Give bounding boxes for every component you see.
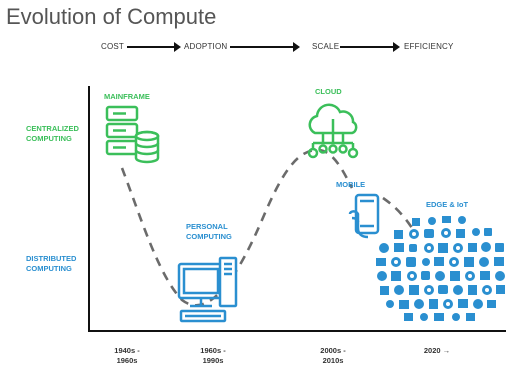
- era-line: 2000s -: [320, 346, 346, 355]
- stage-arrow: [230, 42, 300, 52]
- y-label-line: COMPUTING: [26, 134, 72, 143]
- y-axis: [88, 86, 90, 332]
- x-axis: [88, 330, 506, 332]
- y-label-line: CENTRALIZED: [26, 124, 79, 133]
- label-mobile: MOBILE: [336, 180, 366, 189]
- era-line: 2020 →: [423, 346, 451, 355]
- y-label-line: COMPUTING: [26, 264, 72, 273]
- era-line: 1990s: [202, 356, 224, 365]
- stage-arrow: [127, 42, 181, 52]
- era-line: 1960s: [116, 356, 138, 365]
- stage-arrow: [340, 42, 400, 52]
- label-edge-iot: EDGE & IoT: [426, 200, 469, 209]
- label-line: COMPUTING: [186, 232, 232, 241]
- cloud-network-icon: [307, 103, 359, 159]
- stage-cost: COST: [101, 42, 125, 51]
- era-label: 1940s - 1960s: [104, 346, 150, 366]
- era-label: 2000s - 2010s: [310, 346, 356, 366]
- page-title: Evolution of Compute: [6, 4, 217, 29]
- y-label-distributed: DISTRIBUTED COMPUTING: [26, 254, 76, 274]
- label-personal-computing: PERSONAL COMPUTING: [186, 222, 232, 242]
- label-mainframe: MAINFRAME: [104, 92, 150, 101]
- era-line: 1940s -: [114, 346, 140, 355]
- mobile-phone-icon: [348, 193, 380, 239]
- stage-scale: SCALE: [312, 42, 340, 51]
- stage-adoption: ADOPTION: [184, 42, 228, 51]
- era-line: 1960s -: [200, 346, 226, 355]
- edge-iot-cloud-icon: [376, 216, 505, 321]
- desktop-computer-icon: [177, 256, 238, 323]
- y-label-centralized: CENTRALIZED COMPUTING: [26, 124, 79, 144]
- mainframe-server-icon: [105, 105, 160, 164]
- era-label: 2020 →: [414, 346, 460, 356]
- era-label: 1960s - 1990s: [190, 346, 236, 366]
- label-line: PERSONAL: [186, 222, 228, 231]
- stage-efficiency: EFFICIENCY: [404, 42, 454, 51]
- y-label-line: DISTRIBUTED: [26, 254, 77, 263]
- era-line: 2010s: [322, 356, 344, 365]
- label-cloud: CLOUD: [315, 87, 342, 96]
